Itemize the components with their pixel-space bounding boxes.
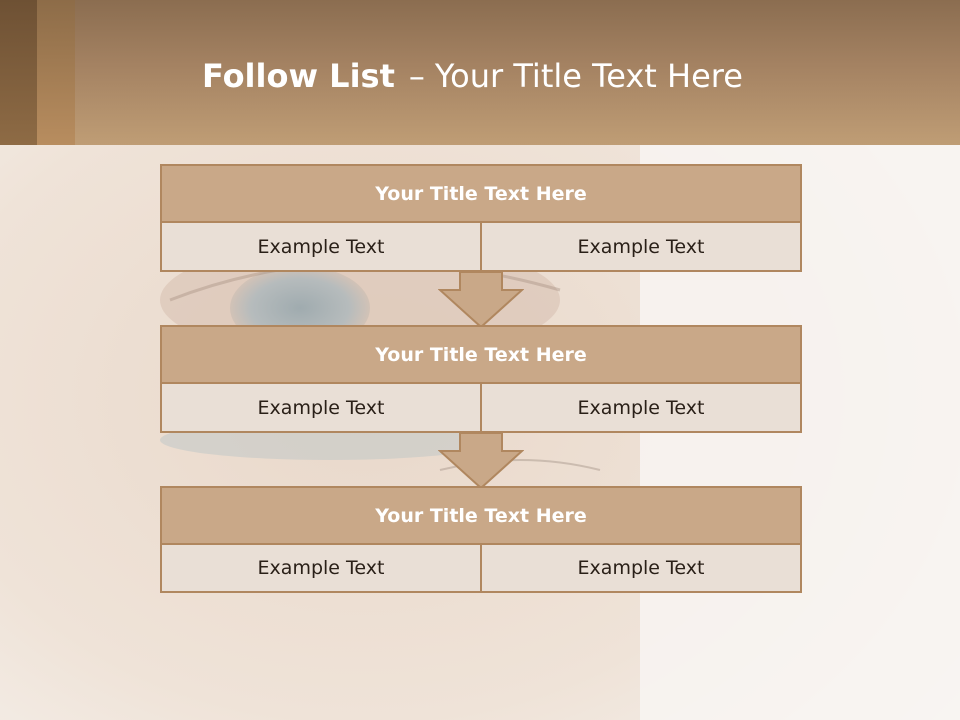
follow-block-row: Example Text Example Text bbox=[162, 223, 800, 270]
header-accent-stripe-dark bbox=[0, 0, 37, 145]
follow-block-1: Your Title Text Here Example Text Exampl… bbox=[160, 164, 802, 272]
title-separator: – bbox=[408, 57, 425, 95]
header-band: Follow List–Your Title Text Here bbox=[0, 0, 960, 145]
follow-block-row: Example Text Example Text bbox=[162, 545, 800, 591]
follow-block-cell-left: Example Text bbox=[257, 557, 385, 579]
follow-block-3: Your Title Text Here Example Text Exampl… bbox=[160, 486, 802, 593]
follow-block-row: Example Text Example Text bbox=[162, 384, 800, 431]
down-arrow-icon bbox=[438, 432, 524, 490]
follow-block-cell-right: Example Text bbox=[480, 384, 800, 431]
slide-title: Follow List–Your Title Text Here bbox=[202, 54, 743, 100]
follow-block-cell-left: Example Text bbox=[257, 396, 385, 419]
header-accent-stripe-light bbox=[37, 0, 75, 145]
follow-block-cell-left: Example Text bbox=[257, 235, 385, 258]
down-arrow-icon bbox=[438, 271, 524, 329]
follow-block-2: Your Title Text Here Example Text Exampl… bbox=[160, 325, 802, 433]
follow-block-cell-right: Example Text bbox=[480, 223, 800, 270]
follow-block-title: Your Title Text Here bbox=[162, 166, 800, 223]
follow-block-title: Your Title Text Here bbox=[162, 327, 800, 384]
title-rest: Your Title Text Here bbox=[434, 57, 743, 95]
follow-block-cell-right: Example Text bbox=[480, 545, 800, 591]
follow-block-title: Your Title Text Here bbox=[162, 488, 800, 545]
title-bold-part: Follow List bbox=[202, 57, 395, 95]
